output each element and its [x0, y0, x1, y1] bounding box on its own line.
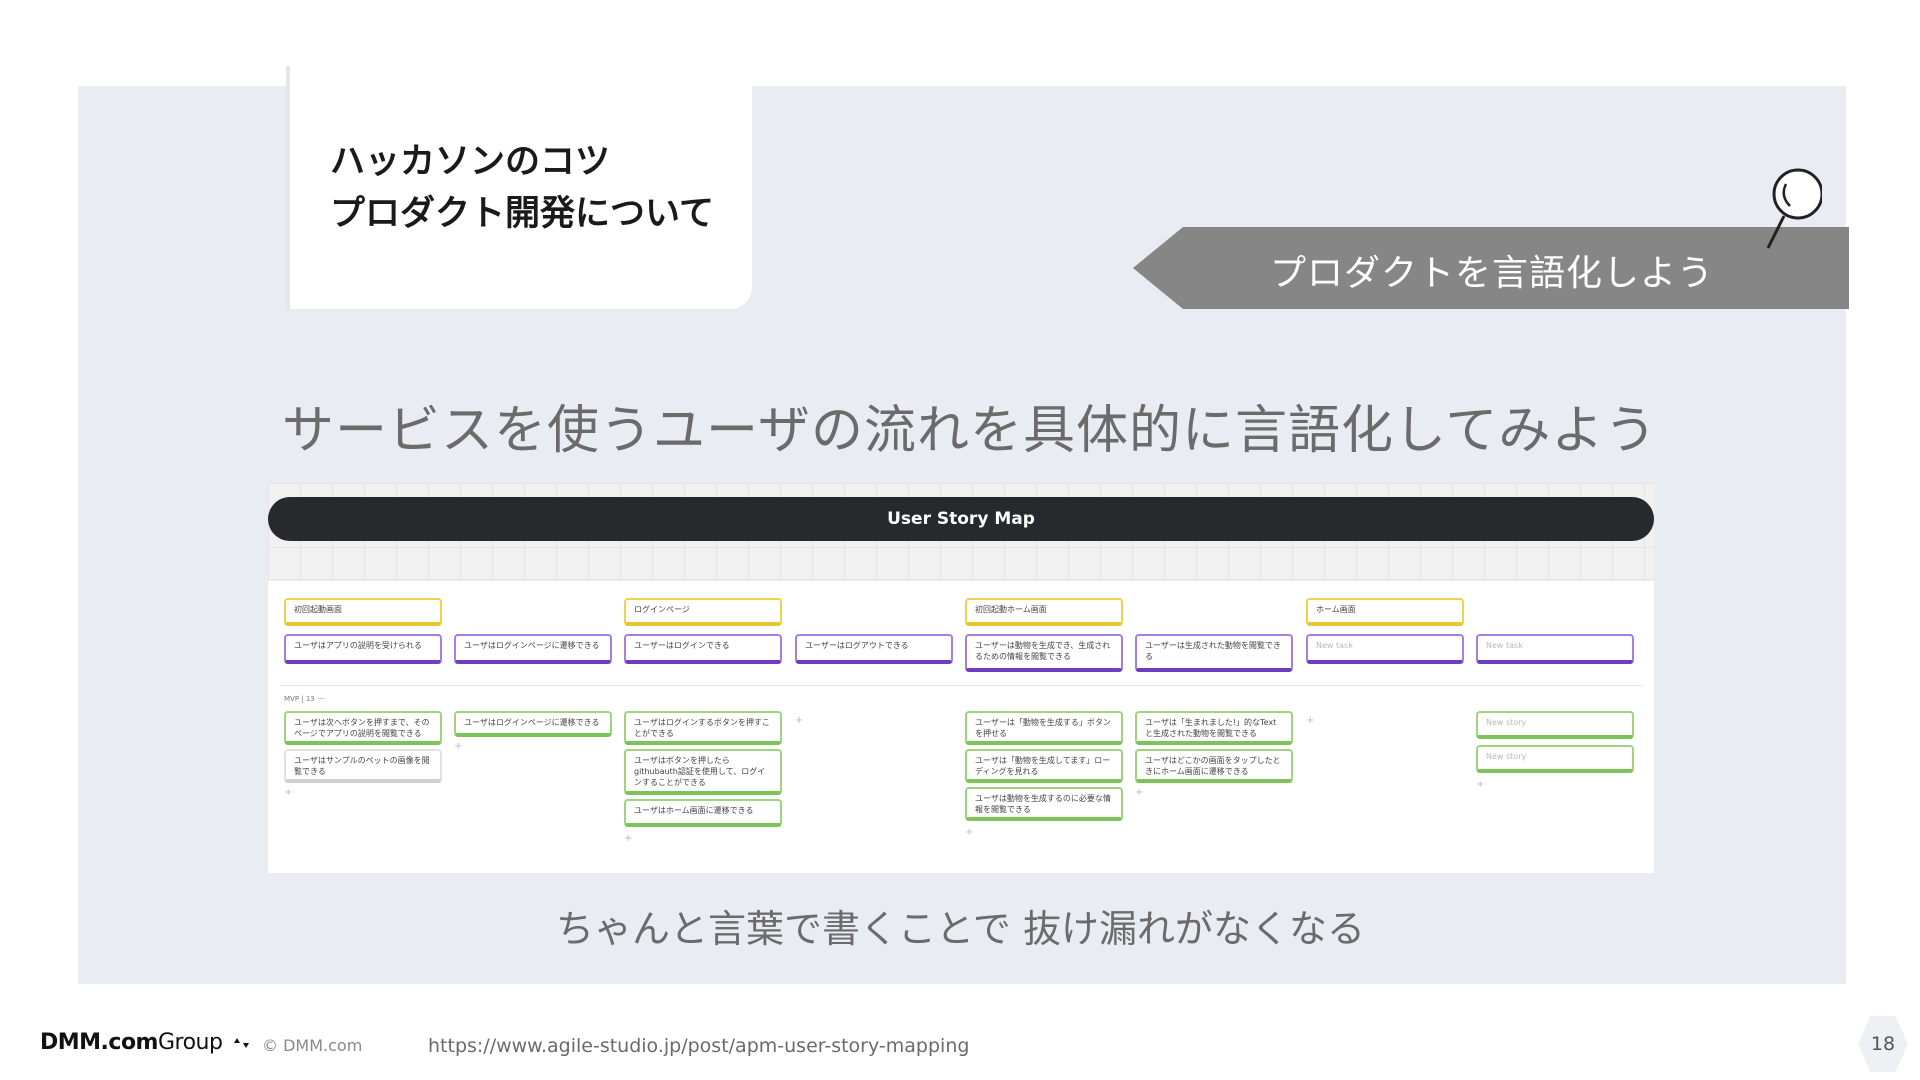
story-map-header: User Story Map: [268, 497, 1654, 541]
add-story-icon: +: [284, 787, 293, 798]
title-card: [286, 66, 752, 309]
story-card: New story: [1476, 745, 1634, 773]
title-accent-bar: [286, 66, 290, 309]
section-tag: [1133, 227, 1849, 309]
add-story-icon: +: [454, 741, 463, 752]
headline: サービスを使うユーザの流れを具体的に言語化してみよう: [282, 401, 1658, 461]
activity-card: 初回起動画面: [284, 598, 442, 626]
copyright: © DMM.com: [262, 1036, 363, 1055]
section-tag-label: プロダクトを言語化しよう: [1270, 253, 1715, 294]
release-divider: [280, 685, 1642, 686]
activity-card: ログインページ: [624, 598, 782, 626]
activity-card: 初回起動ホーム画面: [965, 598, 1123, 626]
caption: ちゃんと言葉で書くことで 抜け漏れがなくなる: [556, 907, 1365, 951]
task-card: ユーザーはログインできる: [624, 634, 782, 664]
story-card: New story: [1476, 711, 1634, 739]
story-card: ユーザはログインページに遷移できる: [454, 711, 612, 737]
story-card: ユーザはどこかの画面をタップしたときにホーム画面に遷移できる: [1135, 749, 1293, 783]
dmm-group-logo: DMM.comGroup: [40, 1030, 254, 1055]
story-map-board: 初回起動画面 ログインページ 初回起動ホーム画面 ホーム画面 ユーザはアプリの説…: [268, 581, 1654, 873]
activity-card: ホーム画面: [1306, 598, 1464, 626]
add-story-icon: +: [1306, 715, 1315, 726]
logo-main: DMM.com: [40, 1030, 158, 1055]
slide-title: ハッカソンのコツ プロダクト開発について: [330, 136, 714, 240]
story-card: ユーザはボタンを押したらgithubauth認証を使用して、ログインすることがで…: [624, 749, 782, 795]
source-url[interactable]: https://www.agile-studio.jp/post/apm-use…: [428, 1035, 970, 1057]
magnifier-icon: [1766, 168, 1822, 249]
task-card: New task: [1306, 634, 1464, 664]
add-story-icon: +: [965, 827, 974, 838]
task-card: New task: [1476, 634, 1634, 664]
story-card: ユーザはサンプルのペットの画像を閲覧できる: [284, 749, 442, 783]
story-card: ユーザはログインするボタンを押すことができる: [624, 711, 782, 745]
title-line-2: プロダクト開発について: [330, 194, 714, 234]
story-card: ユーザーは「動物を生成する」ボタンを押せる: [965, 711, 1123, 745]
story-card: ユーザはホーム画面に遷移できる: [624, 799, 782, 827]
title-line-1: ハッカソンのコツ: [330, 142, 611, 182]
add-story-icon: +: [1476, 779, 1485, 790]
task-card: ユーザーは生成された動物を閲覧できる: [1135, 634, 1293, 672]
story-card: ユーザは「生まれました!」的なTextと生成された動物を閲覧できる: [1135, 711, 1293, 745]
page-number: 18: [1858, 1016, 1908, 1072]
task-card: ユーザはアプリの説明を受けられる: [284, 634, 442, 664]
add-story-icon: +: [1135, 787, 1144, 798]
logo-group: Group: [157, 1030, 223, 1055]
story-card: ユーザは動物を生成するのに必要な情報を閲覧できる: [965, 787, 1123, 821]
story-card: ユーザは次へボタンを押すまで、そのページでアプリの説明を閲覧できる: [284, 711, 442, 745]
task-card: ユーザはログインページに遷移できる: [454, 634, 612, 664]
task-card: ユーザーは動物を生成でき、生成されるための情報を閲覧できる: [965, 634, 1123, 672]
mvp-label: MVP | 13 ···: [284, 695, 324, 703]
story-card: ユーザは「動物を生成してます」ローディングを見れる: [965, 749, 1123, 783]
logo-mark-icon: [233, 1038, 249, 1048]
add-story-icon: +: [795, 715, 804, 726]
task-card: ユーザーはログアウトできる: [795, 634, 953, 664]
add-story-icon: +: [624, 833, 633, 844]
story-map-image: User Story Map 初回起動画面 ログインページ 初回起動ホーム画面 …: [268, 483, 1654, 873]
